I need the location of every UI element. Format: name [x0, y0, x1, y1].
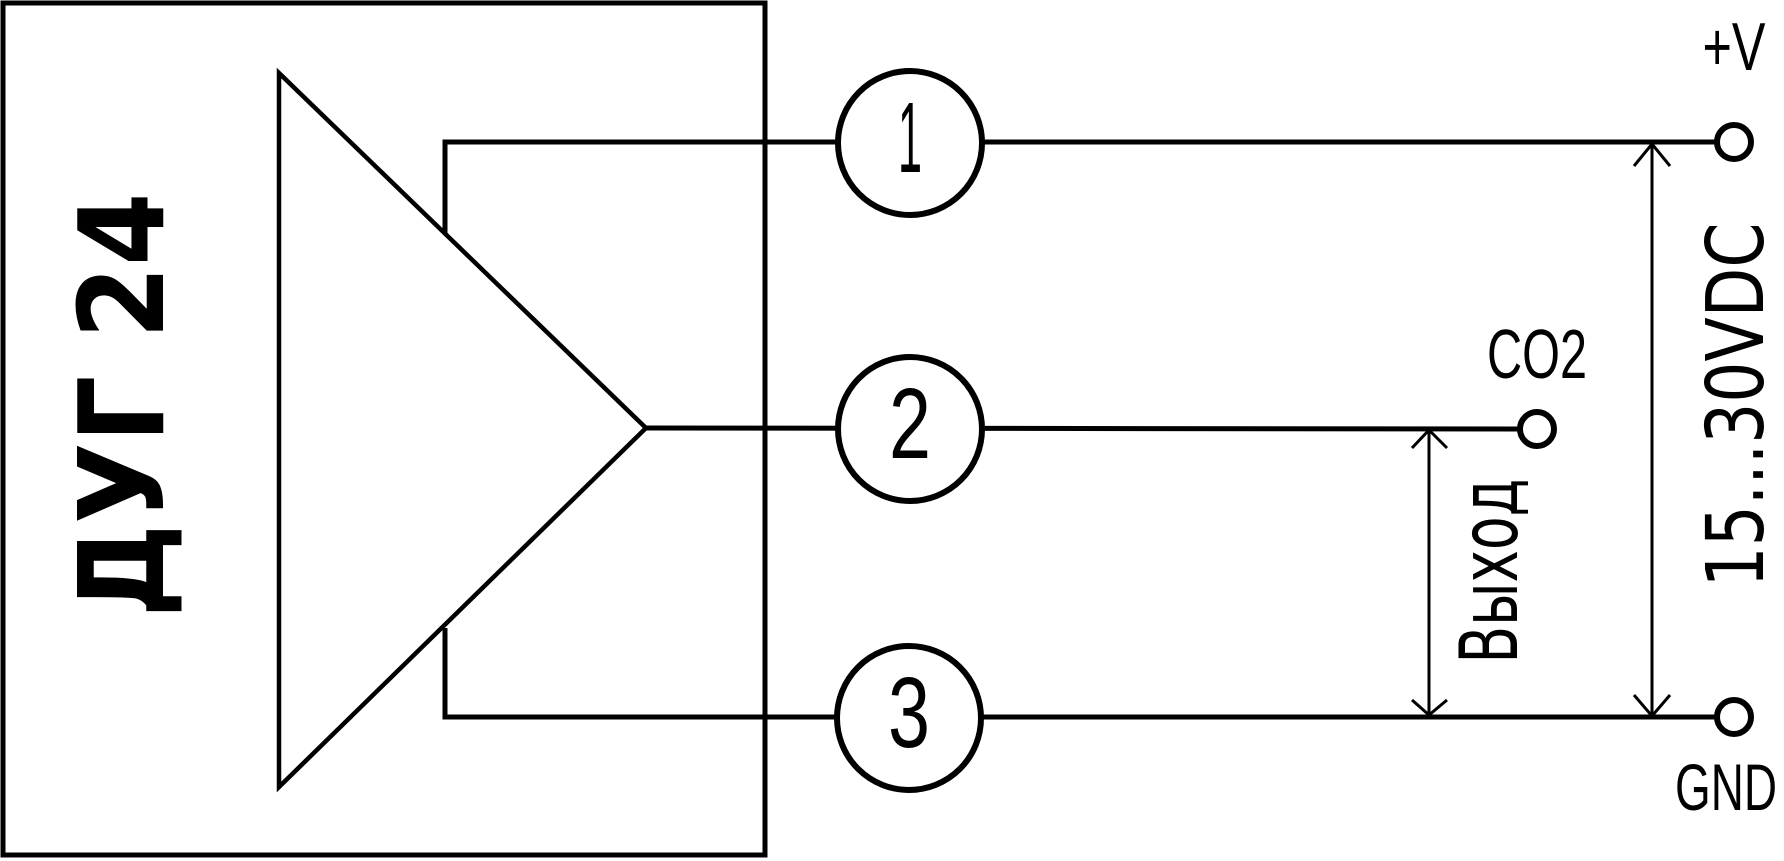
- terminal-2: 2: [835, 354, 985, 504]
- co2-label: CO2: [1487, 315, 1587, 393]
- sensor-triangle: [276, 67, 650, 793]
- terminal-3-number: 3: [888, 657, 930, 769]
- wire-terminal-2-to-co2: [645, 425, 1521, 432]
- plus-v-terminal: [1714, 122, 1754, 162]
- supply-range-label: 15...30VDC: [1690, 223, 1782, 588]
- output-label: Выход: [1443, 479, 1536, 664]
- terminal-3: 3: [834, 643, 984, 793]
- wire-terminal-1-to-plus-v: [442, 139, 1717, 233]
- plus-v-label: +V: [1703, 9, 1766, 85]
- terminal-1-number: 1: [898, 82, 922, 194]
- terminal-1: 1: [835, 68, 985, 218]
- gnd-terminal: [1714, 697, 1754, 737]
- output-dimension: Выход: [1410, 427, 1536, 717]
- co2-output-terminal: [1517, 409, 1557, 449]
- arrow-up-icon: [1410, 427, 1449, 450]
- gnd-label: GND: [1675, 750, 1777, 824]
- supply-range-dimension: 15...30VDC: [1632, 141, 1782, 719]
- arrow-up-icon: [1632, 141, 1672, 167]
- terminal-2-number: 2: [889, 368, 931, 480]
- wire-terminal-3-to-gnd: [442, 628, 1717, 720]
- terminal-2-circle: [835, 354, 985, 504]
- arrow-down-icon: [1632, 694, 1672, 719]
- terminal-3-circle: [834, 643, 984, 793]
- device-label: ДУГ 24: [53, 193, 191, 618]
- terminal-1-circle: [835, 68, 985, 218]
- arrow-down-icon: [1411, 698, 1448, 717]
